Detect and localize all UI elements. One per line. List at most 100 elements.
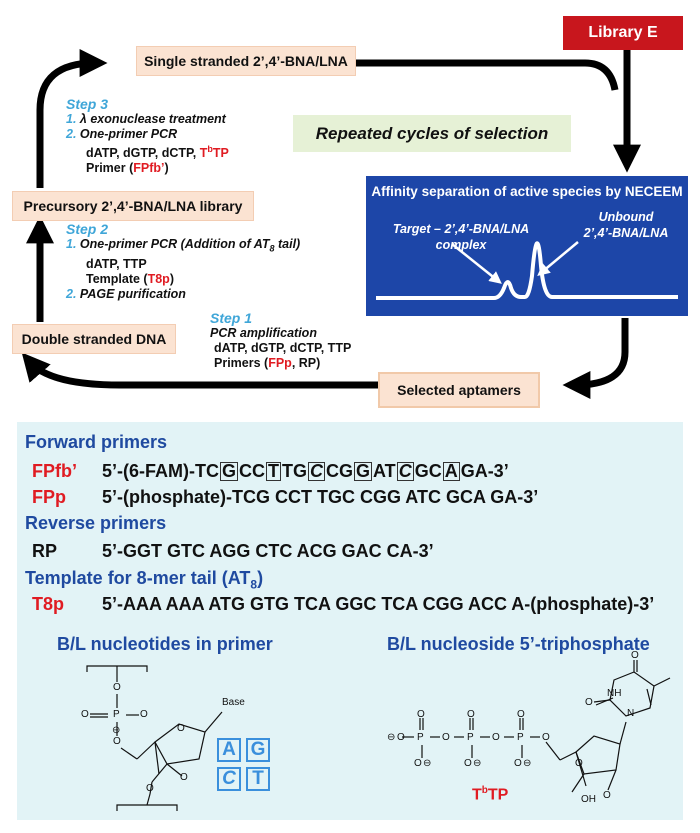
precursory-library-box: Precursory 2’,4’-BNA/LNA library [12, 191, 254, 221]
tbtp-label: TbTP [472, 785, 508, 804]
step3-line4b: FPfb’ [133, 161, 165, 176]
nucleotide-box-g: G [246, 738, 270, 762]
chem-o-20: O [631, 650, 639, 661]
bl-primer-title: B/L nucleotides in primer [57, 634, 273, 654]
unbound-label: Unbound 2’,4’-BNA/LNA [566, 209, 686, 241]
step1-line3b: FPp [268, 356, 292, 370]
step2-item1-text: One-primer PCR (Addition of AT [79, 237, 270, 251]
step2-num1: 1. [66, 237, 77, 251]
fpfb-name: FPfb’ [32, 461, 77, 481]
step3-line4a: Primer ( [86, 161, 134, 176]
chem-o-12: O [417, 709, 425, 720]
reverse-primers-header: Reverse primers [25, 513, 167, 533]
step3-line4c: ) [164, 161, 169, 176]
precursory-library-label: Precursory 2’,4’-BNA/LNA library [23, 198, 243, 214]
step1-line3a: Primers ( [214, 356, 269, 370]
complex-label-line1: Target – 2’,4’-BNA/LNA [392, 222, 530, 236]
chem-o-3: O [140, 709, 148, 720]
chem-o-11: O [542, 732, 550, 743]
chem-minus-1: ⊖ [112, 725, 121, 736]
chem-o-19: O [585, 697, 593, 708]
step2-title: Step 2 [66, 221, 109, 237]
chem-oh: OH [581, 794, 596, 805]
unbound-label-line2: 2’,4’-BNA/LNA [583, 226, 669, 240]
modified-nucleotide: T [266, 461, 281, 481]
step3-title: Step 3 [66, 96, 109, 112]
library-e-label: Library E [588, 24, 658, 41]
tbtp-label-tp: TP [487, 786, 509, 804]
step3-num2: 2. [66, 127, 77, 141]
chem-base: Base [222, 697, 245, 708]
electropherogram [376, 241, 678, 300]
template-header-sub: 8 [250, 577, 258, 592]
modified-nucleotide: C [308, 461, 325, 481]
chem-o-8: O [397, 732, 405, 743]
tbtp-label-t: T [472, 786, 482, 804]
step2-template: Template (T8p) [66, 272, 300, 287]
library-e-box: Library E [563, 16, 683, 50]
sequence-segment: 5’-(6-FAM)-TC [102, 461, 219, 481]
chem-n-2: NH [607, 688, 622, 699]
chem-minus-4: ⊖ [473, 758, 482, 769]
chem-p-2: P [417, 732, 424, 743]
step1-line2: dATP, dGTP, dCTP, TTP [214, 341, 352, 355]
chem-o-15: O [414, 758, 422, 769]
step2-line2: dATP, TTP [86, 256, 147, 271]
chem-o-7: O [180, 772, 188, 783]
nucleotide-box-c: C [217, 767, 241, 791]
t8p-name: T8p [32, 594, 65, 614]
sequence-segment: GA-3’ [460, 461, 509, 481]
step3-primer: Primer (FPfb’) [66, 161, 229, 176]
complex-label-line2: complex [435, 238, 487, 252]
step3-block: Step 3 1. λ exonuclease treatment 2. One… [66, 97, 229, 176]
chem-minus-5: ⊖ [523, 758, 532, 769]
template-header-text: Template for 8-mer tail (AT [25, 568, 251, 588]
step3-line3b: T [199, 146, 208, 161]
selected-aptamers-label: Selected aptamers [397, 382, 521, 398]
chem-o-18: O [575, 758, 583, 769]
modified-nucleotide: G [219, 461, 238, 481]
step3-item1: λ exonuclease treatment [79, 112, 226, 126]
step3-item2: One-primer PCR [79, 127, 178, 141]
sequence-segment: AT [373, 461, 396, 481]
step2-line3b: T8p [147, 271, 170, 286]
single-stranded-box: Single stranded 2’,4’-BNA/LNA [136, 46, 356, 76]
chem-o-17: O [514, 758, 522, 769]
chem-o-21: O [603, 790, 611, 801]
sequence-segment: CC [239, 461, 265, 481]
double-stranded-box: Double stranded DNA [12, 324, 176, 354]
step1-block: Step 1 PCR amplification dATP, dGTP, dCT… [210, 311, 351, 371]
step1-line1: PCR amplification [210, 326, 317, 340]
chem-o-13: O [467, 709, 475, 720]
complex-label: Target – 2’,4’-BNA/LNA complex [376, 221, 546, 253]
rp-name: RP [32, 541, 58, 561]
step3-line3a: dATP, dGTP, dCTP, [86, 146, 200, 161]
step2-line3c: ) [169, 271, 174, 286]
step3-nucleotides: dATP, dGTP, dCTP, TbTP [66, 142, 229, 161]
chem-o-2: O [81, 709, 89, 720]
step2-item2: PAGE purification [79, 286, 186, 301]
neceem-panel: Affinity separation of active species by… [366, 176, 688, 316]
step3-line3c: TP [212, 146, 229, 161]
fpp-sequence: 5’-(phosphate)-TCG CCT TGC CGG ATC GCA G… [102, 487, 539, 507]
sequence-segment: TG [282, 461, 307, 481]
step2-item1-end: tail) [274, 237, 301, 251]
unbound-label-line1: Unbound [598, 210, 654, 224]
chem-o-9: O [442, 732, 450, 743]
chem-o-10: O [492, 732, 500, 743]
step3-line3b-sup: b [207, 144, 213, 154]
chem-n-1: N [627, 708, 635, 719]
chem-p-4: P [517, 732, 524, 743]
bl-triphosphate-title: B/L nucleoside 5’-triphosphate [387, 634, 650, 654]
chem-o-5: O [177, 723, 185, 734]
step2-item1: One-primer PCR (Addition of AT8 tail) [79, 237, 301, 254]
step1-title: Step 1 [210, 310, 253, 326]
chem-o-14: O [517, 709, 525, 720]
unbound-pointer-arrow [537, 241, 579, 277]
chem-minus-3: ⊖ [423, 758, 432, 769]
nucleotide-box-a: A [217, 738, 241, 762]
sequence-segment: GC [414, 461, 442, 481]
modified-nucleotide: A [442, 461, 460, 481]
